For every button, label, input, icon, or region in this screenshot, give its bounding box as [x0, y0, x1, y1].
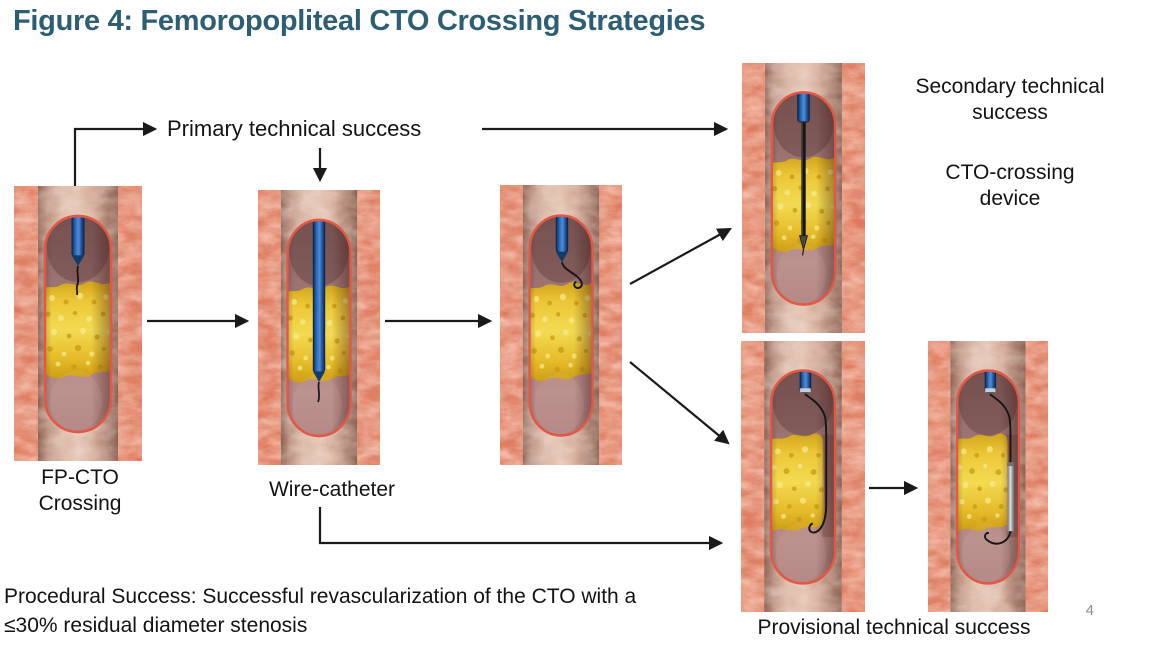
arrow-img1-up-to-primary-label	[73, 121, 158, 186]
vessel-illustration-reentry-catheter	[928, 341, 1048, 612]
vessel-illustration-fp-cto-crossing	[14, 186, 142, 461]
label-cto-crossing-device: CTO-crossing device	[945, 161, 1075, 211]
label-secondary-technical-success: Secondary technical success	[915, 75, 1105, 125]
page-number: 4	[1085, 602, 1094, 619]
label-procedural-success-definition: Procedural Success: Successful revascula…	[4, 585, 637, 637]
arrow-wire-catheter-label-to-provisional-img	[318, 507, 724, 551]
label-wire-catheter: Wire-catheter	[268, 478, 396, 501]
vessel-illustration-cto-crossing-device	[742, 63, 865, 333]
label-primary-technical-success: Primary technical success	[167, 116, 422, 141]
vessel-illustration-subintimal-wire	[741, 341, 865, 612]
arrow-img3-to-secondary-img	[629, 227, 732, 285]
vessel-illustration-wire-hook	[500, 185, 622, 465]
vessel-illustration-wire-catheter	[258, 190, 380, 465]
arrow-img3-to-provisional-img	[629, 361, 730, 445]
label-fp-cto-crossing: FP-CTO Crossing	[38, 466, 122, 516]
label-provisional-technical-success: Provisional technical success	[757, 616, 1031, 639]
figure-title: Figure 4: Femoropopliteal CTO Crossing S…	[13, 5, 706, 37]
